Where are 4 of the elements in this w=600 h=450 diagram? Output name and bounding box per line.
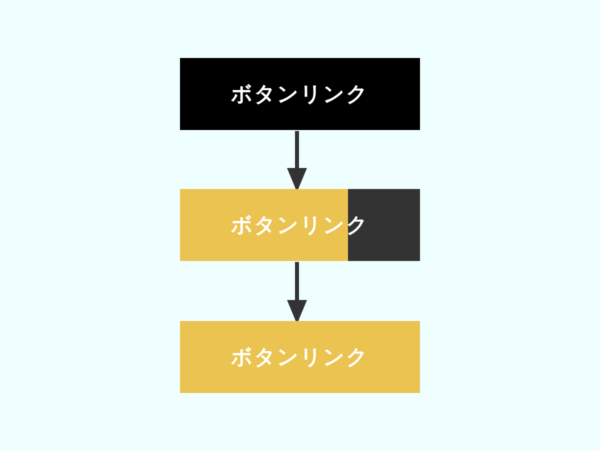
arrow bbox=[287, 262, 307, 324]
link-button: ボタンリンク bbox=[180, 58, 420, 130]
link-button: ボタンリンク bbox=[180, 321, 420, 393]
arrow bbox=[287, 131, 307, 192]
